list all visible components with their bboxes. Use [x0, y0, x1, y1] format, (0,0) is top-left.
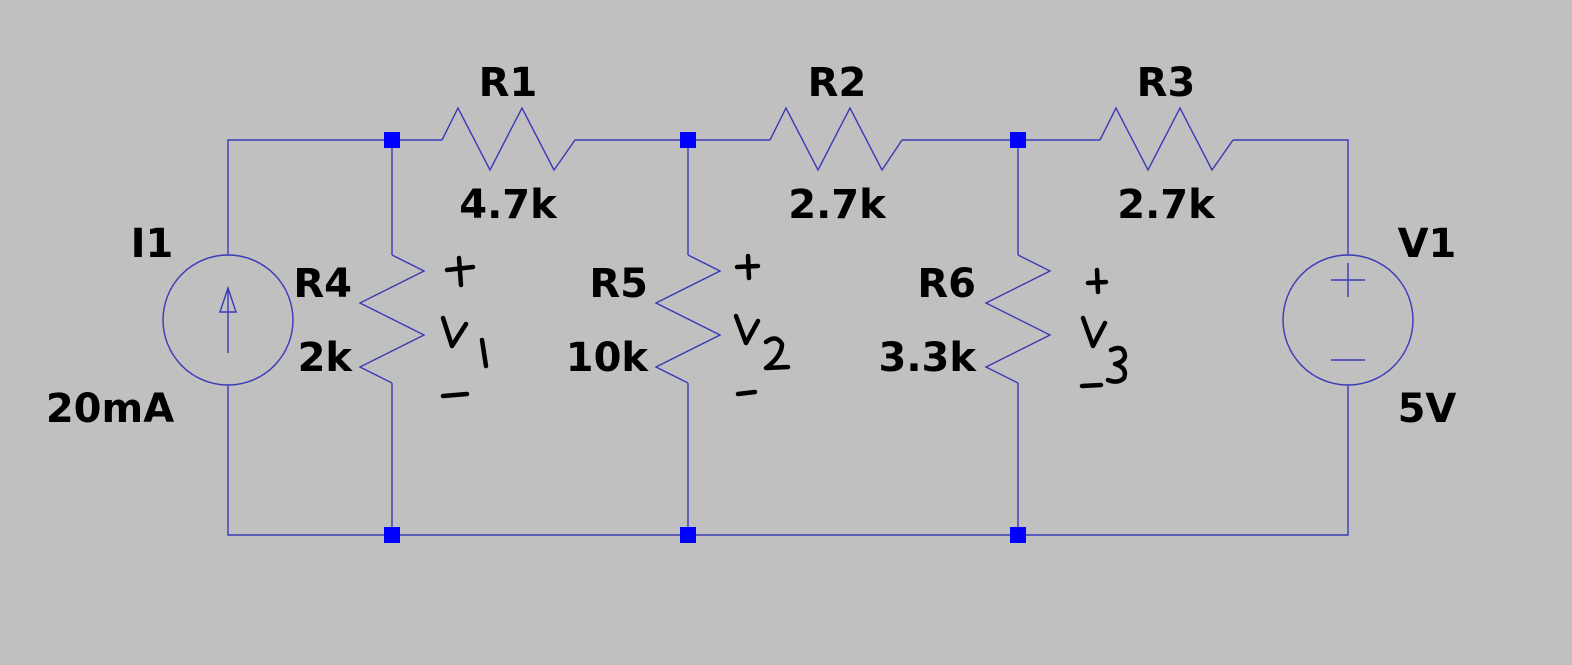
handwritten-subscript-3 [1105, 345, 1128, 384]
r4-value-label: 2k [298, 335, 354, 381]
voltage-source-v1 [1282, 254, 1414, 386]
handwritten-v-letter [733, 313, 761, 346]
handwritten-minus-sign [735, 389, 758, 397]
component-labels: R1 4.7k R2 2.7k R3 2.7k R4 2k R5 10k R6 … [46, 60, 1457, 432]
r4-name-label: R4 [293, 261, 352, 307]
current-source-circle [162, 254, 294, 386]
handwritten-annotation-v1 [440, 255, 489, 399]
handwritten-subscript-1 [479, 337, 489, 369]
junction-dot [384, 132, 400, 148]
handwritten-annotation-v3 [1079, 267, 1128, 389]
resistor-r3-symbol [1099, 106, 1234, 172]
junction-dot [1010, 132, 1026, 148]
junction-dot [680, 132, 696, 148]
handwritten-annotation-v2 [733, 253, 791, 397]
handwritten-plus-sign [444, 255, 476, 288]
r3-value-label: 2.7k [1117, 182, 1216, 228]
current-arrow-head [219, 285, 237, 313]
junction-dot [384, 527, 400, 543]
i1-value-label: 20mA [46, 386, 174, 432]
v1-name-label: V1 [1398, 221, 1457, 267]
resistor-r6-symbol [984, 254, 1052, 384]
r5-value-label: 10k [566, 335, 650, 381]
r6-name-label: R6 [917, 261, 976, 307]
wires [227, 139, 1349, 536]
handwritten-plus-sign [734, 253, 761, 281]
current-source-i1 [162, 254, 294, 386]
resistor-r5-symbol [654, 254, 722, 384]
r1-value-label: 4.7k [459, 182, 558, 228]
r3-name-label: R3 [1137, 60, 1196, 106]
junctions [384, 132, 1026, 543]
wire-top-right [1233, 139, 1349, 255]
r2-value-label: 2.7k [788, 182, 887, 228]
voltage-source-circle [1282, 254, 1414, 386]
resistor-r4-symbol [358, 254, 426, 384]
r1-name-label: R1 [479, 60, 538, 106]
r5-name-label: R5 [589, 261, 648, 307]
r6-value-label: 3.3k [879, 335, 978, 381]
resistor-r2-symbol [769, 106, 903, 172]
handwritten-minus-sign [1079, 382, 1104, 389]
resistor-r1-symbol [441, 106, 576, 172]
wire-bottom-rail [227, 385, 1349, 536]
handwritten-v-letter [440, 315, 469, 349]
r2-name-label: R2 [808, 60, 867, 106]
i1-name-label: I1 [131, 221, 174, 267]
handwritten-subscript-2 [763, 336, 791, 371]
handwritten-plus-sign [1085, 267, 1109, 295]
handwritten-minus-sign [440, 391, 470, 399]
junction-dot [680, 527, 696, 543]
v1-value-label: 5V [1398, 386, 1457, 432]
wire-top-left [227, 139, 442, 255]
junction-dot [1010, 527, 1026, 543]
handwritten-v-letter [1080, 315, 1108, 349]
